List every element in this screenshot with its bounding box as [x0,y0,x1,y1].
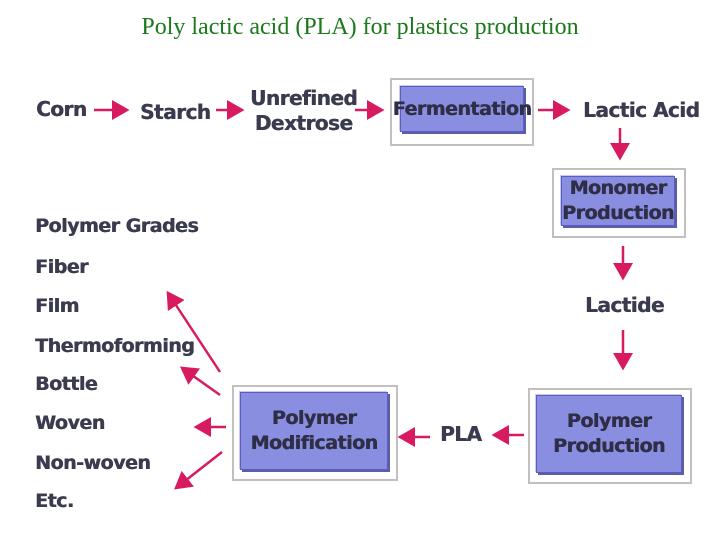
polymer-modification-frame [232,385,398,481]
arrow-diagonal-icon [174,451,223,490]
node-pla: PLA [440,422,482,446]
grade-item: Woven [35,412,105,434]
node-corn: Corn [36,97,87,121]
polymer-production-frame [528,388,692,484]
polymer-modification-line2: Modification [250,432,378,454]
fermentation-frame [390,78,534,146]
polymer-modification-line1: Polymer [271,407,357,429]
monomer-production-box: Monomer Production [561,176,675,226]
arrow-diagonal-icon [179,366,221,397]
node-lactide: Lactide [585,293,664,317]
node-starch: Starch [140,100,211,124]
polymer-production-line1: Polymer [566,410,652,432]
monomer-production-line1: Monomer [569,177,667,199]
polymer-grades-heading: Polymer Grades [35,215,199,237]
fermentation-box: Fermentation [393,86,532,132]
diagram-title: Poly lactic acid (PLA) for plastics prod… [141,14,579,40]
grade-item: Fiber [35,256,88,278]
grade-item: Thermoforming [35,335,195,357]
monomer-frame [552,168,686,238]
fermentation-label: Fermentation [392,97,532,120]
polymer-modification-box: Polymer Modification [240,392,388,470]
arrow-diagonal-icon [166,290,222,373]
node-lactic-acid: Lactic Acid [583,98,700,122]
grade-item: Non-woven [35,452,151,474]
monomer-production-line2: Production [562,202,674,224]
polymer-production-box: Polymer Production [536,395,682,473]
node-unrefined-dextrose-line1: Unrefined [250,86,358,110]
polymer-production-line2: Production [553,435,665,457]
grade-item: Bottle [35,373,98,395]
grade-item: Etc. [35,490,74,512]
grade-item: Film [35,295,79,317]
node-unrefined-dextrose: Unrefined Dextrose [250,86,358,136]
node-unrefined-dextrose-line2: Dextrose [254,111,353,135]
